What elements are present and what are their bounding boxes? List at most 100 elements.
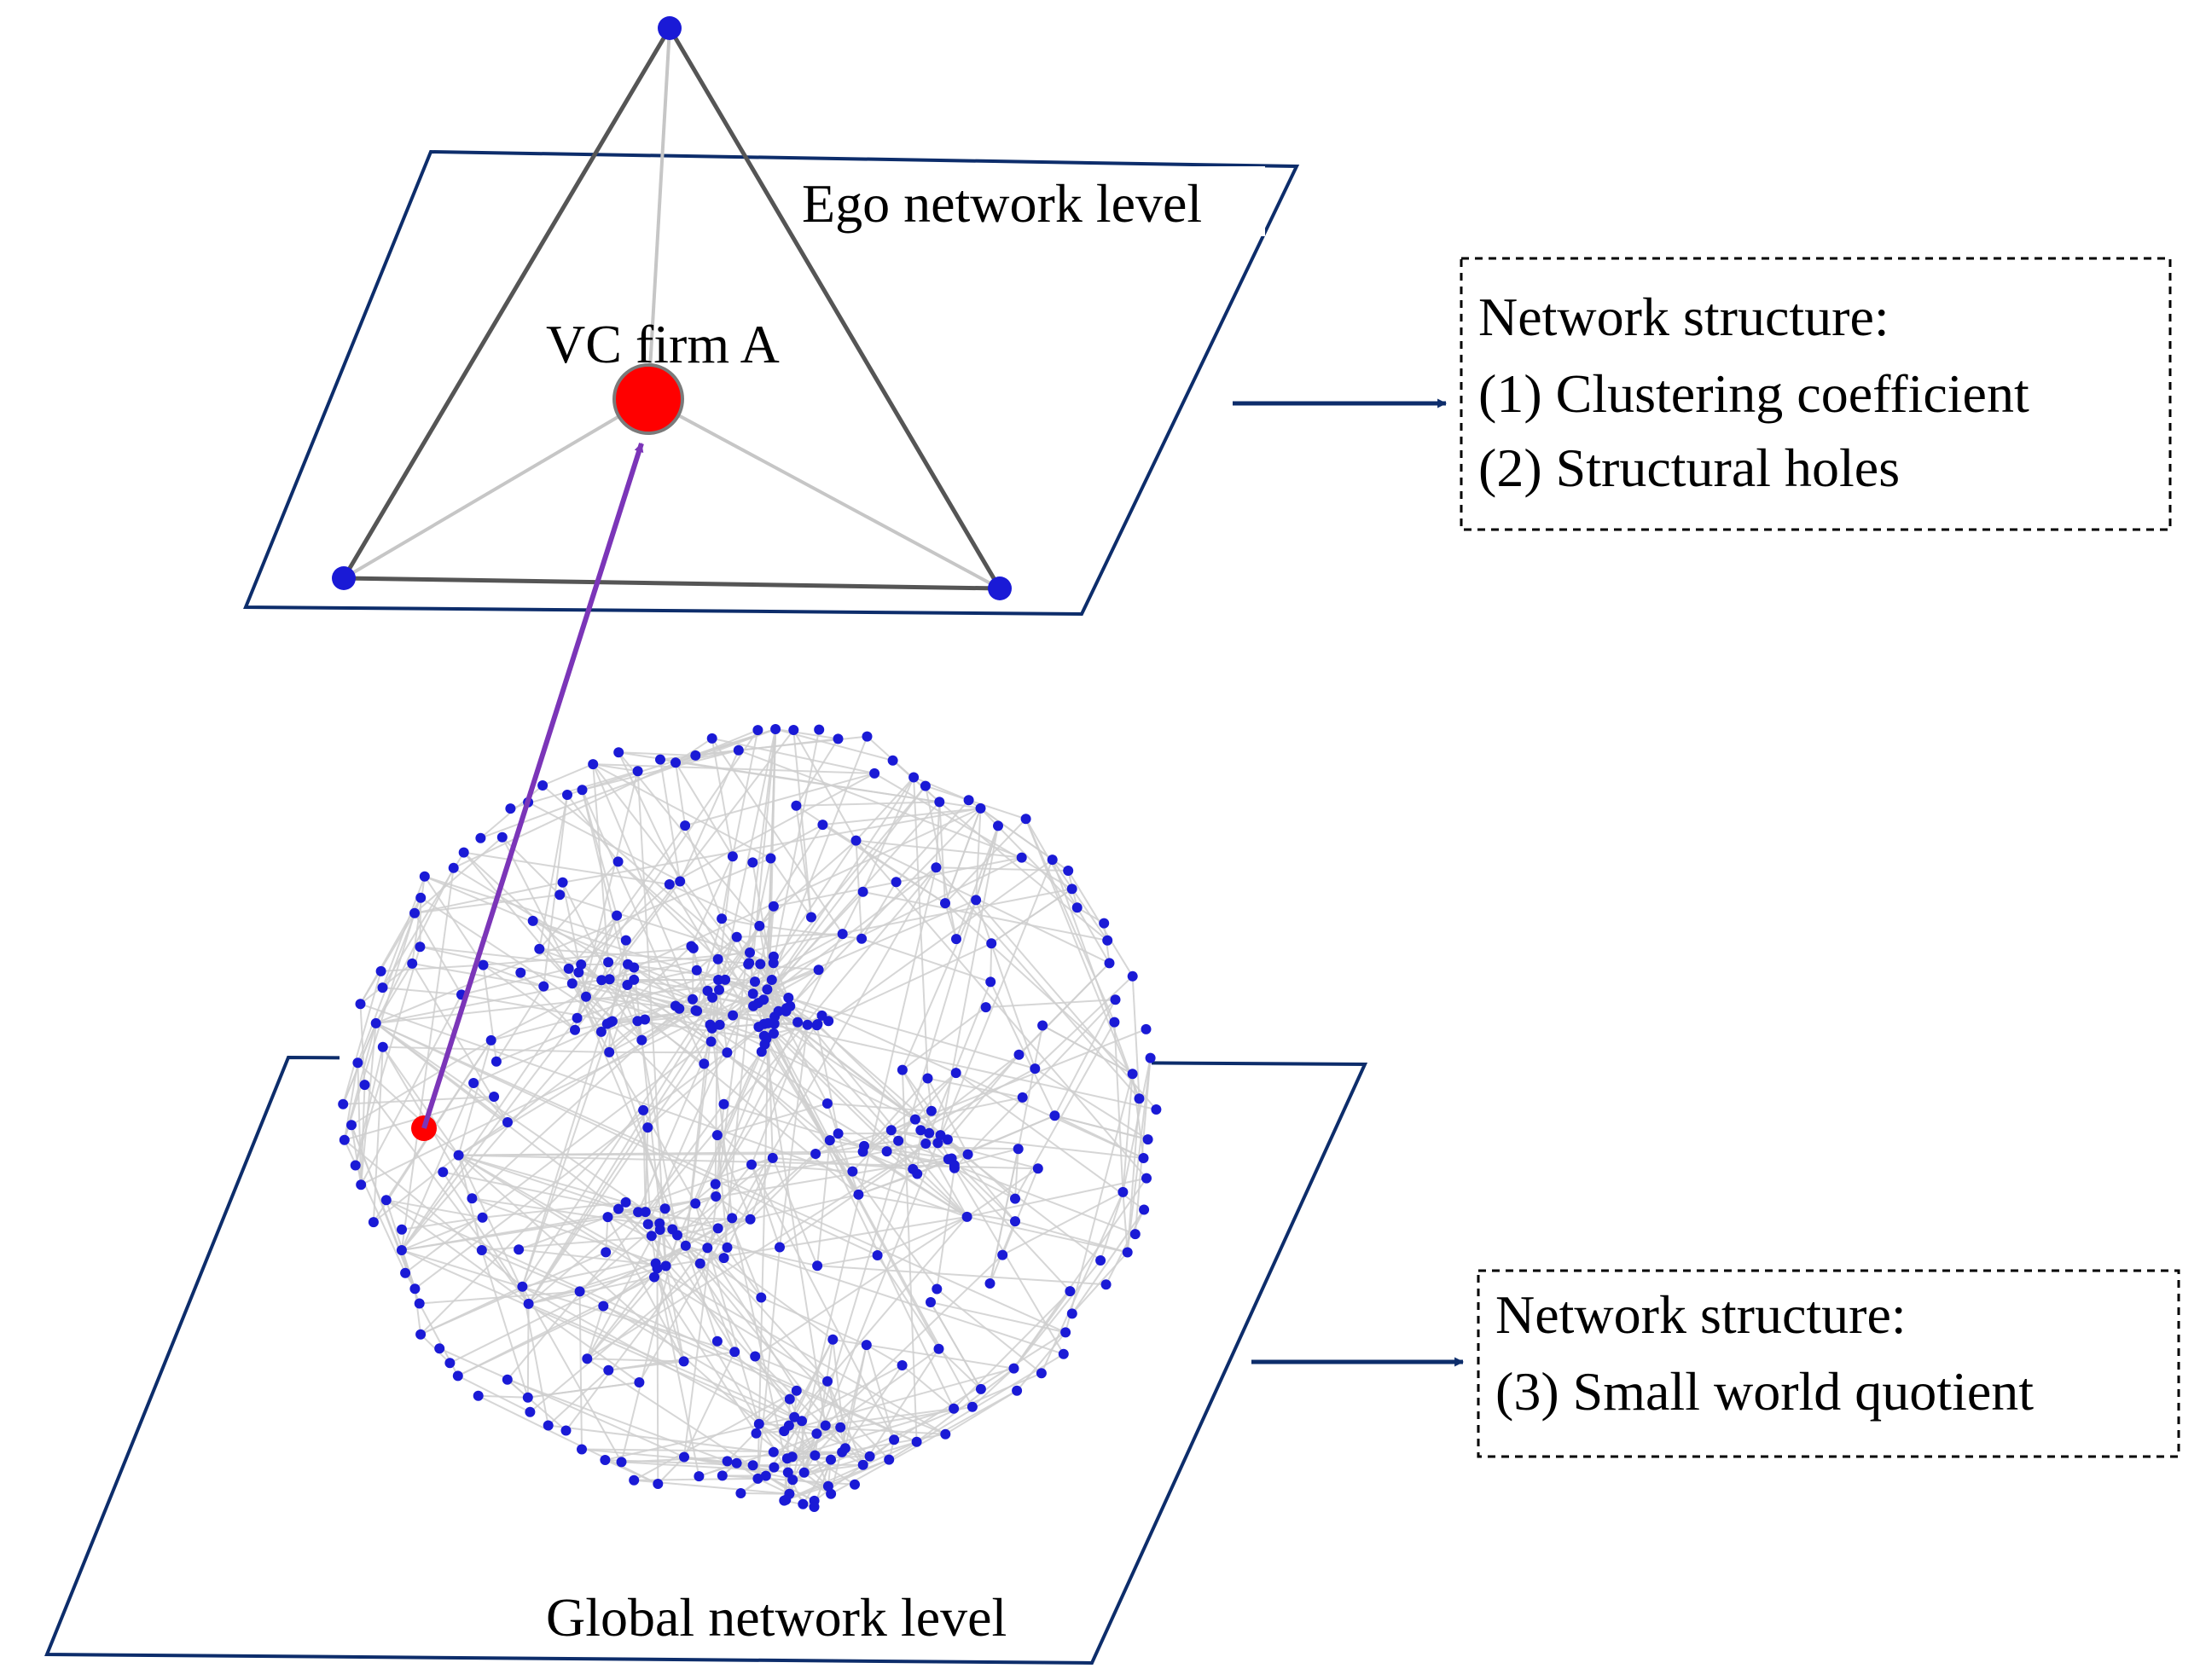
global-edge [618,1208,653,1237]
global-edge [1100,1191,1124,1261]
global-node [1058,1348,1069,1359]
global-edge [567,914,618,970]
global-edge [771,1157,819,1266]
global-edge [576,771,639,1018]
global-edge [774,1454,816,1469]
global-edge [966,1215,1128,1254]
global-edge [767,899,977,991]
global-node [1138,1153,1149,1163]
global-edge [375,1022,673,1231]
global-edge [721,918,760,927]
global-edge [935,802,941,868]
global-node [377,1041,388,1052]
global-edge [401,880,681,1251]
global-edge [711,1028,734,1219]
global-node [792,1017,804,1028]
global-edge [1014,1149,1019,1199]
global-node [717,913,728,924]
global-node [781,1494,792,1505]
global-node [1065,1286,1076,1297]
global-edge [1126,1098,1141,1253]
global-edge [772,1156,914,1170]
global-edge [775,728,839,740]
global-node [409,907,420,918]
global-edge [869,1331,1066,1457]
global-edge [457,1040,492,1156]
global-edge [618,751,696,756]
ego-network-label: Ego network level [802,173,1202,234]
global-edge [586,1134,942,1360]
global-node [640,1207,651,1218]
global-edge [947,1138,1016,1222]
global-node [798,1467,810,1478]
global-edge [644,1127,649,1213]
global-node [727,1213,738,1224]
global-node [985,976,996,988]
global-node [613,747,624,758]
global-edge [401,1216,483,1251]
global-edge [472,1197,648,1225]
global-edge [585,995,712,1029]
global-node [765,853,776,864]
global-edge [752,993,955,1410]
global-node [769,1028,779,1039]
global-edge [752,785,926,994]
global-node [802,1019,813,1030]
global-node [949,1160,960,1171]
global-node [1104,958,1115,969]
global-edge [458,1154,718,1230]
global-node [448,862,459,873]
global-edge [954,1167,1065,1355]
global-node [670,1000,681,1011]
global-node [415,941,426,953]
global-edge [373,1154,460,1223]
global-node [775,1242,785,1253]
global-edge [714,1015,823,1185]
global-edge [587,1358,684,1363]
global-node [380,1195,392,1206]
global-node [691,965,702,976]
global-edge [507,1018,646,1123]
global-node [414,1298,425,1309]
global-edge [920,1053,1020,1132]
global-edge [706,1247,833,1341]
global-node [538,981,549,992]
global-node [769,1462,780,1473]
global-node [847,1166,858,1177]
global-edge [420,1285,523,1335]
global-node [714,984,724,995]
global-node [636,1034,647,1046]
global-edge [532,919,719,981]
global-node [920,780,931,791]
global-edge [747,858,772,965]
global-edge [920,1068,1036,1132]
global-edge [738,735,868,751]
global-edge [592,764,610,963]
global-edge [385,1040,492,1201]
global-edge [759,906,775,965]
global-edge [357,1062,460,1156]
global-node [857,1459,868,1470]
global-edge [885,1150,968,1218]
global-node [396,1245,407,1255]
global-node [1139,1204,1150,1215]
global-node [940,898,950,909]
global-edge [679,880,754,1007]
global-node [822,1480,833,1492]
ego-network-plane [243,149,1300,617]
global-node [747,988,758,999]
global-edge [886,1150,955,1169]
global-node [502,1117,513,1127]
global-edge [608,979,636,1053]
global-node [1129,1229,1141,1240]
global-node [522,1392,533,1403]
global-node [694,1258,705,1269]
global-edge [669,883,760,927]
global-node [950,1068,961,1079]
global-node [339,1134,350,1145]
global-node [582,1353,593,1364]
global-edge [592,763,694,1000]
global-node [753,1418,764,1429]
global-node [826,1488,837,1499]
